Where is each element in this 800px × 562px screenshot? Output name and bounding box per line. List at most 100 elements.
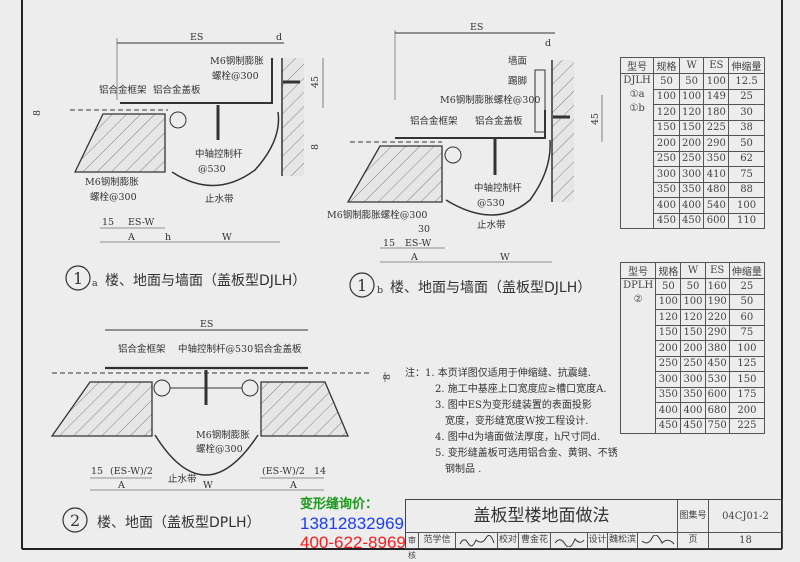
dim-half-left: (ES-W)/2 (110, 466, 153, 477)
note-item: 宽度，变形缝宽度W按工程设计. (445, 416, 589, 427)
reviewer-signature-scribble (459, 535, 495, 547)
table-cell: 290 (704, 324, 730, 341)
table-cell: 350 (703, 150, 730, 167)
detail-1a-labels: ES d 45 8 M6钢制膨胀 螺栓@300 铝合金框架 铝合金盖板 中轴控制… (32, 32, 321, 289)
detail-2 (50, 329, 386, 533)
table-cell: 150 (653, 119, 680, 136)
col-header: 规格 (655, 262, 682, 279)
table-cell: 120 (678, 104, 705, 121)
phone-mobile: 13812832969 (300, 514, 405, 533)
table-cell: 410 (703, 166, 730, 183)
detail-1a (65, 38, 324, 291)
cover-label: 铝合金盖板 (475, 115, 523, 127)
note-item: 5. 变形缝盖板可选用铝合金、黄铜、不锈 (435, 448, 618, 459)
model-label: ①b (629, 103, 645, 114)
table-cell: 100 (728, 340, 766, 357)
dim-a: A (127, 232, 135, 243)
table-cell: 75 (728, 166, 765, 183)
dim-w: W (203, 480, 213, 491)
table-cell: 540 (703, 197, 730, 214)
table-cell: 125 (728, 355, 766, 372)
bolt-label: 螺栓@300 (196, 443, 243, 455)
detail-number: 1 (357, 276, 367, 295)
detail-suffix: a (92, 278, 98, 289)
table-cell: 450 (704, 355, 730, 372)
table-cell: 400 (655, 402, 682, 419)
col-header: 规格 (653, 57, 680, 74)
slab (73, 113, 166, 173)
table-cell: 150 (678, 119, 705, 136)
detail-2-labels: ES 铝合金框架 中轴控制杆@530 铝合金盖板 M6钢制膨胀 螺栓@300 止… (70, 319, 393, 531)
table-cell: 180 (703, 104, 730, 121)
dim-8: 8 (310, 144, 321, 150)
note-item: 2. 施工中基座上口宽度应≥槽口宽度A. (435, 384, 607, 395)
rod-label: @530 (477, 198, 505, 209)
table-cell: 480 (703, 181, 730, 198)
table-cell: 100 (680, 293, 706, 310)
atlas-label: 图集号 (678, 500, 709, 533)
dim-30: 30 (418, 224, 430, 235)
checker-signature-scribble (554, 538, 585, 547)
table-cell: 62 (728, 150, 765, 167)
dim-es: ES (470, 22, 483, 33)
table-cell: 750 (704, 417, 730, 434)
frame-label: 铝合金框架 (118, 343, 166, 355)
table-cell: 150 (655, 324, 682, 341)
table-cell: 250 (655, 355, 682, 372)
table-cell: 300 (680, 371, 706, 388)
table-cell: 290 (703, 135, 730, 152)
note-item: 1. 本页详图仅适用于伸缩缝、抗震缝. (425, 368, 591, 379)
table-cell: 600 (704, 386, 730, 403)
dim-a-right: A (289, 480, 297, 491)
table-cell: 60 (728, 309, 766, 326)
table-cell: 50 (728, 293, 766, 310)
bolt-top-label: 螺栓@300 (212, 70, 259, 82)
table-cell: 100 (678, 88, 705, 105)
price-inquiry-contact: 变形缝询价： 13812832969 400-622-8969 (300, 495, 406, 552)
dim-15: 15 (102, 217, 114, 228)
table-cell: 200 (728, 402, 766, 419)
table-cell: 600 (703, 212, 730, 229)
col-header: ES (703, 57, 730, 74)
table-cell: 190 (704, 293, 730, 310)
table-cell: 12.5 (728, 73, 765, 90)
dim-14: 14 (314, 466, 326, 477)
dim-d: d (545, 38, 551, 49)
dim-w: W (500, 252, 510, 263)
note-item: 3. 图中ES为变形缝装置的表面投影 (435, 400, 592, 411)
table-cell: 150 (680, 324, 706, 341)
phone-hotline: 400-622-8969 (300, 533, 406, 552)
reviewer-name: 范学信 (419, 533, 456, 548)
table-cell: 450 (655, 417, 682, 434)
table-cell: 50 (678, 73, 705, 90)
table-cell: 120 (655, 309, 682, 326)
table-cell: 100 (703, 73, 730, 90)
table-cell: 350 (678, 181, 705, 198)
title-block: 盖板型楼地面做法 图集号 04CJ01-2 审核 范学信 校对 曹金花 设计 魏… (405, 499, 783, 560)
table-cell: 300 (678, 166, 705, 183)
table-cell: 100 (653, 88, 680, 105)
bolt-bottom-label: M6钢制膨胀 (85, 176, 139, 188)
dim-15: 15 (383, 238, 395, 249)
dim-w: W (222, 232, 232, 243)
dim-8: 8 (32, 110, 43, 116)
table-cell: 50 (728, 135, 765, 152)
bolt-top-label: M6钢制膨胀螺栓@300 (440, 94, 540, 106)
col-header: 型号 (619, 262, 657, 279)
waterstop-label: 止水带 (205, 193, 234, 205)
waterstop-label: 止水带 (477, 219, 506, 231)
page-number: 18 (739, 535, 752, 546)
bolt-bottom-label: M6钢制膨胀螺栓@300 (327, 209, 427, 221)
detail-suffix: b (377, 285, 383, 296)
designer-signature (638, 533, 678, 548)
checker-signature (551, 533, 588, 548)
